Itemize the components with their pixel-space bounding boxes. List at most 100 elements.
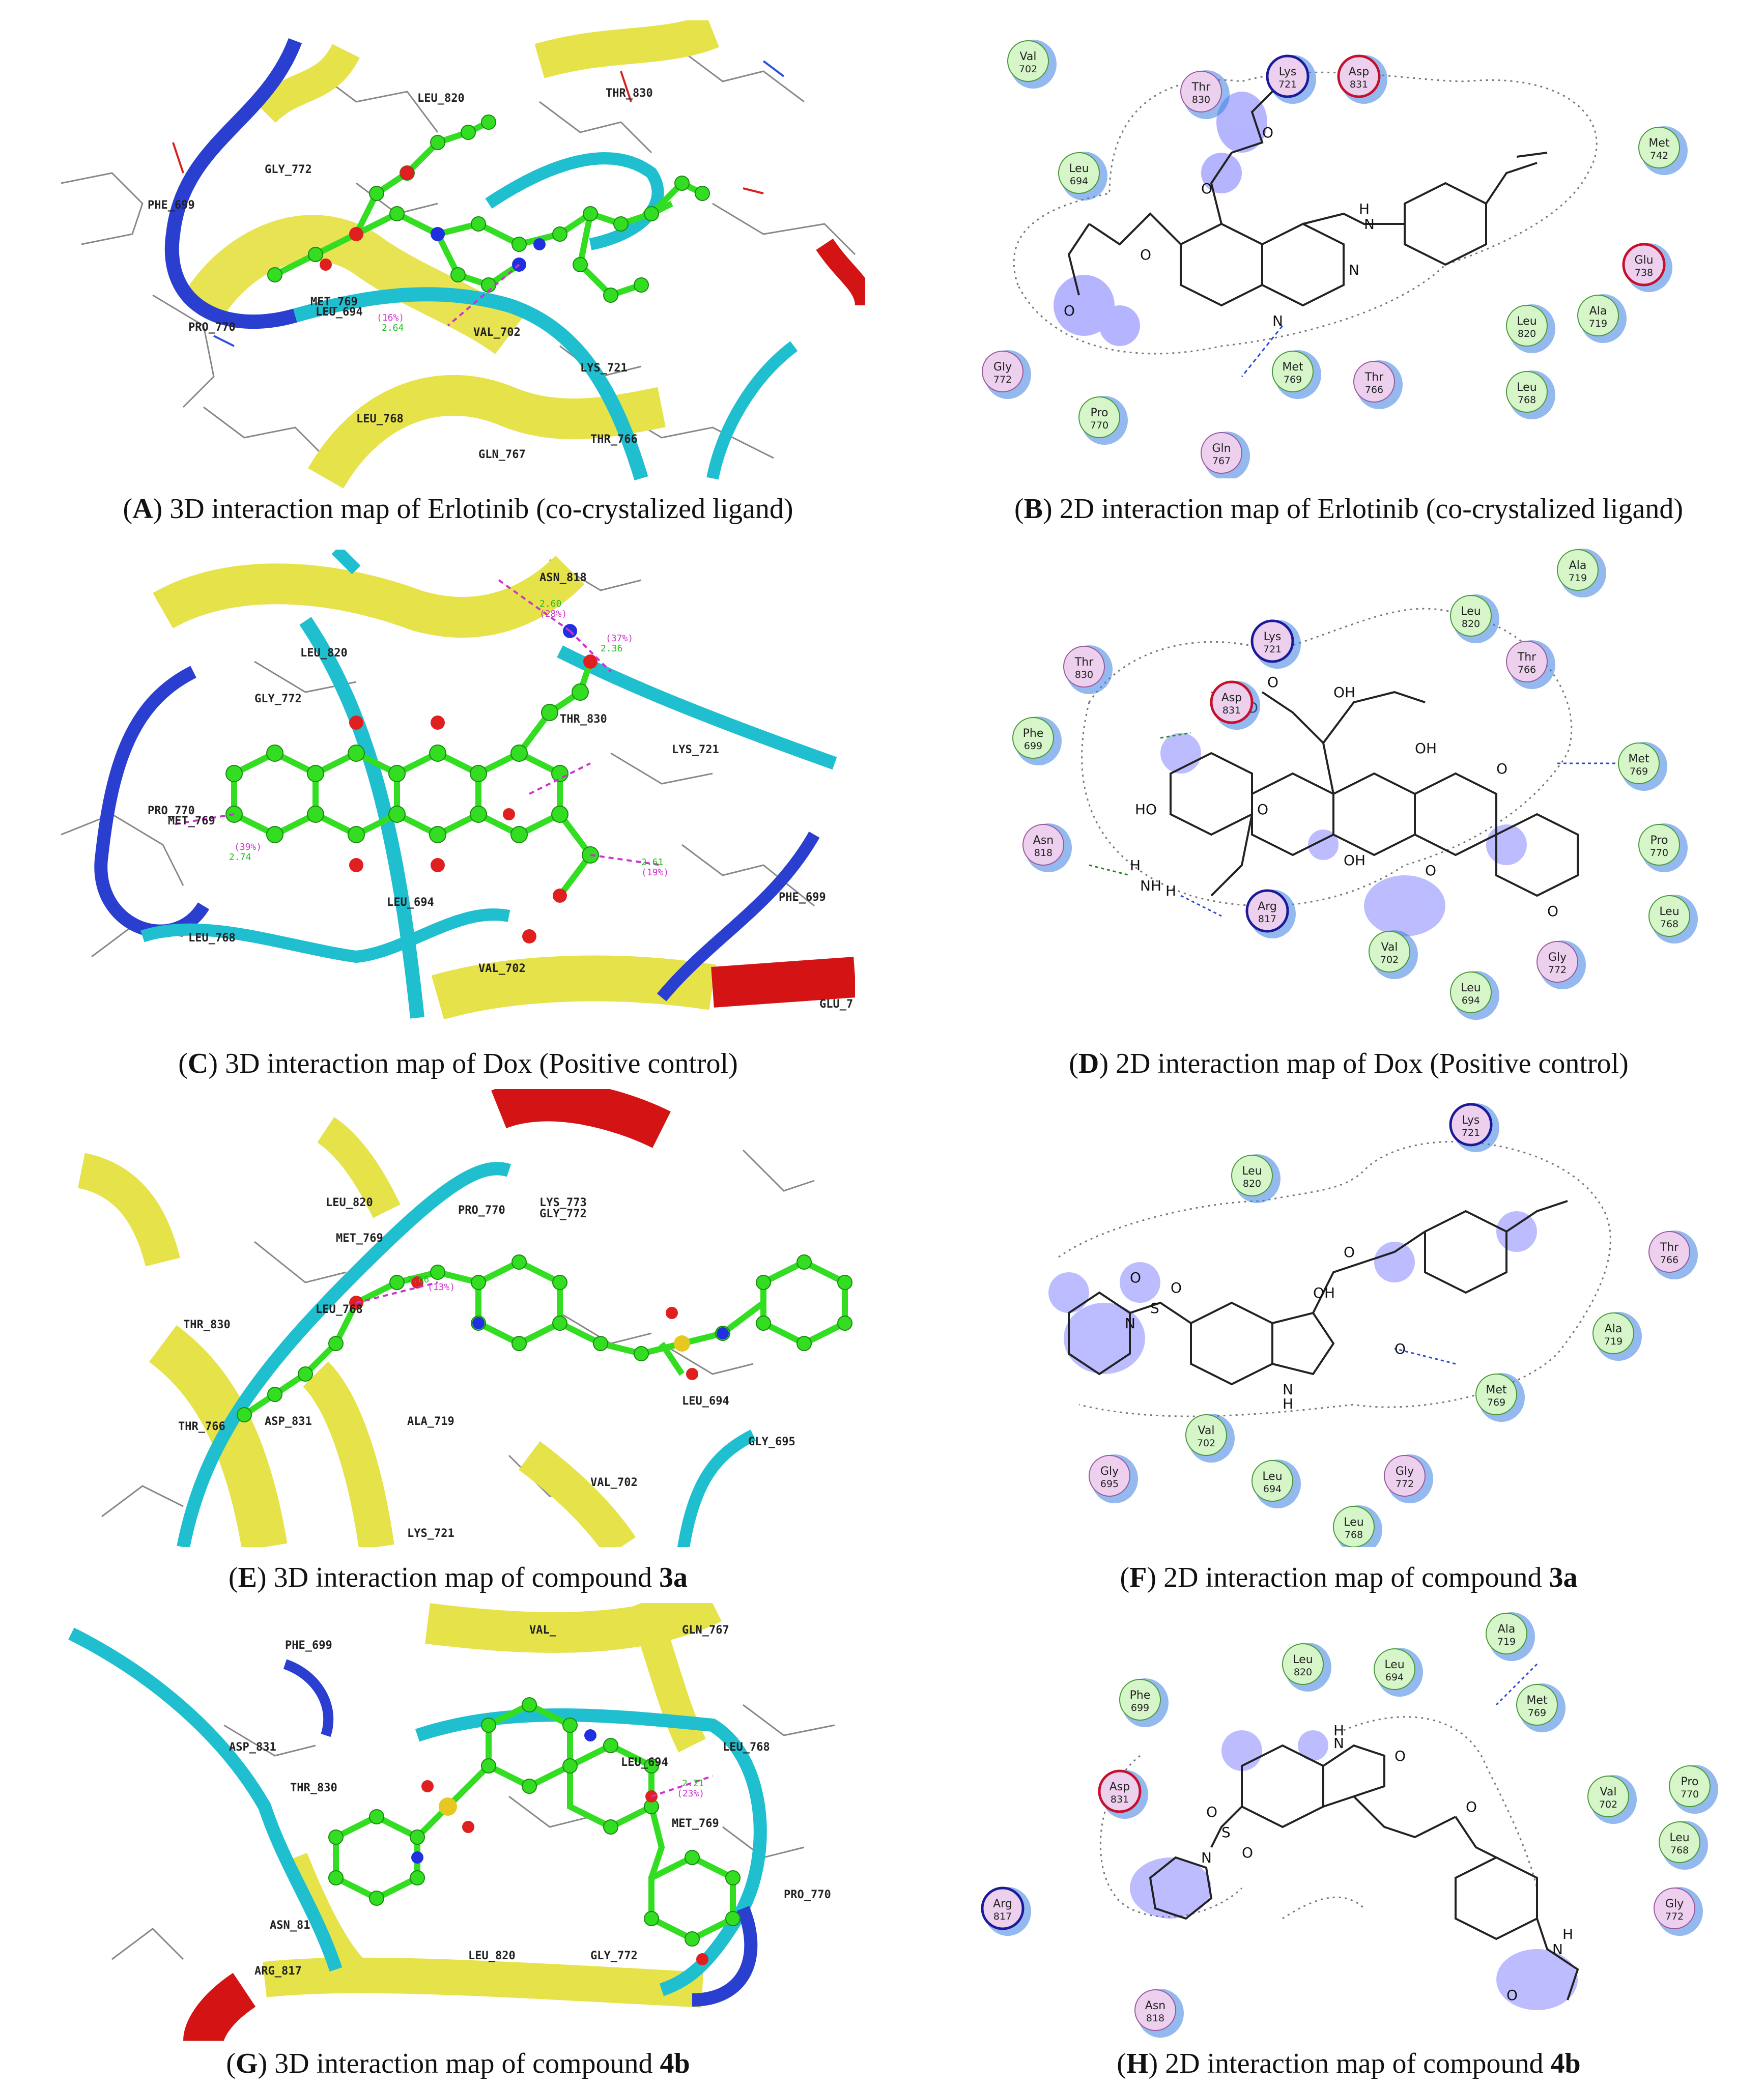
- caption-bold: 3a: [1549, 1562, 1578, 1593]
- residue-name: Thr: [1364, 371, 1384, 384]
- atom-label: S: [1221, 1824, 1231, 1841]
- panel-e-3d-view: LEU_820 LYS_773 PRO_770 GLY_772 MET_769 …: [51, 1089, 855, 1547]
- residue-label: LEU_820: [300, 647, 348, 660]
- residue-number: 820: [1462, 618, 1480, 630]
- atom-label: H: [1562, 1926, 1573, 1942]
- distance-label: (37%): [606, 633, 633, 644]
- residue-name: Asp: [1349, 66, 1369, 78]
- residue-label: LYS_773: [539, 1196, 587, 1209]
- residue-label: GLU_7: [819, 998, 853, 1011]
- panel-g-3d-view: PHE_699 VAL_ GLN_767 ASP_831 THR_830 LEU…: [51, 1603, 865, 2041]
- ligand-atoms: [225, 683, 599, 864]
- residue-number: 769: [1487, 1397, 1505, 1408]
- residue-label: LEU_694: [316, 306, 363, 319]
- residue-number: 721: [1263, 644, 1282, 655]
- residue-name: Leu: [1293, 1653, 1313, 1666]
- residue-bubbles: Ala719Lys721Leu820Thr830Thr766Asp831Phe6…: [1012, 549, 1698, 1020]
- distance-label: 2.66: [407, 1274, 429, 1285]
- caption-f: (F) 2D interaction map of compound 3a: [1120, 1562, 1578, 1593]
- residue-name: Leu: [1069, 162, 1089, 175]
- residue-name: Met: [1526, 1694, 1548, 1707]
- residue-name: Lys: [1279, 66, 1297, 78]
- residue-number: 695: [1100, 1478, 1119, 1490]
- caption-text: 3D interaction map of Dox (Positive cont…: [217, 1048, 738, 1079]
- residue-number: 830: [1192, 94, 1210, 105]
- residue-number: 817: [993, 1911, 1012, 1922]
- panel-c-3d-view: ASN_818 LEU_820 GLY_772 PRO_770 MET_769 …: [51, 550, 855, 1023]
- residue-label: LEU_820: [326, 1196, 373, 1209]
- distance-label: (39%): [234, 842, 262, 852]
- caption-text: 2D interaction map of compound: [1156, 1562, 1549, 1593]
- residue-number: 719: [1569, 573, 1587, 584]
- residue-label: PHE_699: [285, 1639, 332, 1652]
- atom-label: O: [1547, 903, 1558, 920]
- panel-h-2d-canvas: H N O O S O N O H N O Ala719Leu820Leu694…: [981, 1612, 1718, 2038]
- residue-name: Leu: [1461, 605, 1481, 618]
- residue-number: 721: [1462, 1127, 1480, 1138]
- panel-b-2d-canvas: O O O O N N N H Val702Thr830Lys721Asp831…: [982, 40, 1688, 478]
- caption-bold: 3a: [659, 1562, 688, 1593]
- atom-label: N: [1272, 312, 1283, 329]
- residue-label: VAL_702: [590, 1476, 638, 1489]
- residue-label: LEU_768: [188, 932, 236, 945]
- atom-label: O: [1130, 1269, 1141, 1286]
- caption-letter: C: [187, 1048, 209, 1079]
- residue-number: 719: [1604, 1336, 1623, 1347]
- residue-name: Asn: [1145, 1999, 1165, 2012]
- residue-number: 699: [1131, 1702, 1149, 1713]
- residue-label: GLY_772: [539, 1208, 587, 1220]
- caption-text: 2D interaction map of Erlotinib (co-crys…: [1052, 493, 1684, 525]
- atom-label: O: [1140, 246, 1151, 263]
- caption-a: (A) 3D interaction map of Erlotinib (co-…: [123, 493, 793, 525]
- caption-bold: 4b: [1550, 2048, 1581, 2079]
- caption-text: 3D interaction map of compound: [266, 1562, 660, 1593]
- caption-text: 3D interaction map of compound: [267, 2048, 660, 2079]
- residue-label: LEU_694: [387, 896, 434, 909]
- residue-name: Leu: [1242, 1165, 1262, 1178]
- atom-label: N: [1364, 216, 1375, 233]
- residue-label: GLN_767: [682, 1624, 729, 1637]
- residue-name: Val: [1020, 50, 1037, 63]
- atom-label: O: [1206, 1804, 1217, 1820]
- distance-label: 2.36: [601, 643, 622, 654]
- atom-label: O: [1242, 1844, 1253, 1861]
- atom-label: O: [1267, 674, 1278, 691]
- residue-label: LEU_694: [682, 1395, 729, 1408]
- residue-number: 817: [1258, 913, 1276, 925]
- residue-bubbles: Lys721Leu820Thr766Ala719Met769Val702Gly6…: [1089, 1103, 1698, 1547]
- residue-number: 831: [1111, 1794, 1129, 1805]
- atom-label: N: [1125, 1315, 1135, 1332]
- residue-label: LEU_820: [417, 92, 465, 105]
- residue-number: 702: [1019, 64, 1037, 75]
- residue-number: 767: [1212, 455, 1231, 467]
- residue-name: Ala: [1498, 1623, 1516, 1636]
- residue-number: 769: [1528, 1707, 1546, 1719]
- atom-label: H: [1130, 857, 1141, 874]
- panel-e-3d-canvas: LEU_820 LYS_773 PRO_770 GLY_772 MET_769 …: [77, 1089, 852, 1547]
- residue-name: Val: [1381, 941, 1398, 954]
- residue-name: Phe: [1130, 1689, 1151, 1702]
- atom-label: OH: [1415, 740, 1437, 757]
- residue-number: 830: [1075, 669, 1093, 680]
- residue-label: THR_766: [178, 1420, 225, 1433]
- residue-number: 694: [1462, 995, 1480, 1006]
- panel-d-2d-canvas: OH O O H OH O HO O OH O O H NH H Ala719L…: [1012, 549, 1698, 1020]
- residue-name: Met: [1628, 753, 1649, 765]
